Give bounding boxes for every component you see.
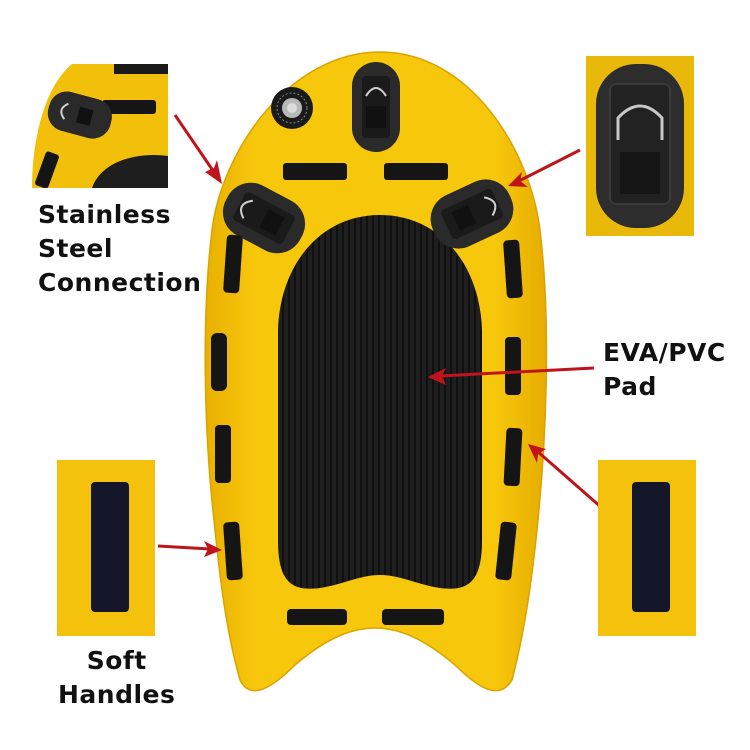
inset-handle-right — [598, 460, 696, 636]
d-ring-patch-left — [222, 182, 306, 254]
label-eva-pvc-pad: EVA/PVC Pad — [603, 336, 726, 404]
arrow-handle-left — [157, 541, 222, 557]
arrow-handle-right — [528, 444, 603, 510]
d-ring-patch-top — [352, 62, 400, 152]
side-handles-left — [211, 234, 243, 581]
side-handles-right — [495, 239, 523, 581]
arrow-stainless-left — [173, 114, 222, 184]
label-stainless-steel-connection: Stainless Steel Connection — [38, 198, 201, 300]
bottom-handle-left — [287, 609, 347, 625]
inset-top-right — [586, 56, 694, 236]
arrow-stainless-right — [508, 148, 581, 187]
label-line: Soft — [86, 646, 147, 675]
air-valve — [271, 87, 313, 129]
eva-pad — [278, 215, 482, 589]
arrow-pad — [428, 366, 595, 385]
top-handle-right — [384, 163, 448, 180]
inset-handle-left — [57, 460, 155, 636]
label-line: Steel — [38, 234, 113, 263]
label-line: EVA/PVC — [603, 338, 726, 367]
bottom-handle-right — [382, 609, 444, 625]
label-line: Stainless — [38, 200, 171, 229]
label-line: Pad — [603, 372, 657, 401]
label-soft-handles: Soft Handles — [58, 644, 175, 712]
d-ring-patch-right — [430, 179, 514, 249]
top-handle-left — [283, 163, 347, 180]
label-line: Handles — [58, 680, 176, 709]
label-line: Connection — [38, 268, 202, 297]
inset-top-left — [32, 64, 168, 188]
